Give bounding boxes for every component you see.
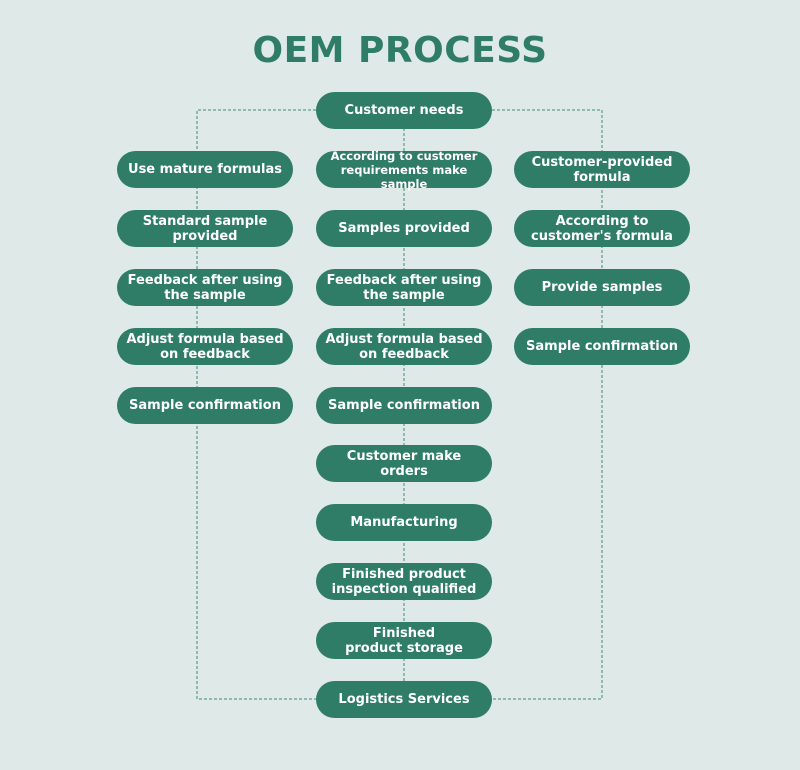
center-node-3: Feedback after using the sample: [316, 269, 492, 306]
node-customer-needs: Customer needs: [316, 92, 492, 129]
left-node-2: Standard sample provided: [117, 210, 293, 247]
right-branch-line: [492, 109, 603, 700]
center-node-2: Samples provided: [316, 210, 492, 247]
center-node-4: Adjust formula based on feedback: [316, 328, 492, 365]
right-node-4: Sample confirmation: [514, 328, 690, 365]
right-node-2: According to customer's formula: [514, 210, 690, 247]
center-node-8: Finished product inspection qualified: [316, 563, 492, 600]
diagram-title: OEM PROCESS: [252, 30, 548, 71]
left-node-5: Sample confirmation: [117, 387, 293, 424]
left-branch-line: [196, 109, 316, 700]
center-node-5: Sample confirmation: [316, 387, 492, 424]
center-node-9: Finished product storage: [316, 622, 492, 659]
left-node-3: Feedback after using the sample: [117, 269, 293, 306]
center-node-6: Customer make orders: [316, 445, 492, 482]
center-node-7: Manufacturing: [316, 504, 492, 541]
node-logistics-services: Logistics Services: [316, 681, 492, 718]
left-node-4: Adjust formula based on feedback: [117, 328, 293, 365]
right-node-1: Customer-provided formula: [514, 151, 690, 188]
center-node-1: According to customer requirements make …: [316, 149, 492, 191]
right-node-3: Provide samples: [514, 269, 690, 306]
left-node-1: Use mature formulas: [117, 151, 293, 188]
